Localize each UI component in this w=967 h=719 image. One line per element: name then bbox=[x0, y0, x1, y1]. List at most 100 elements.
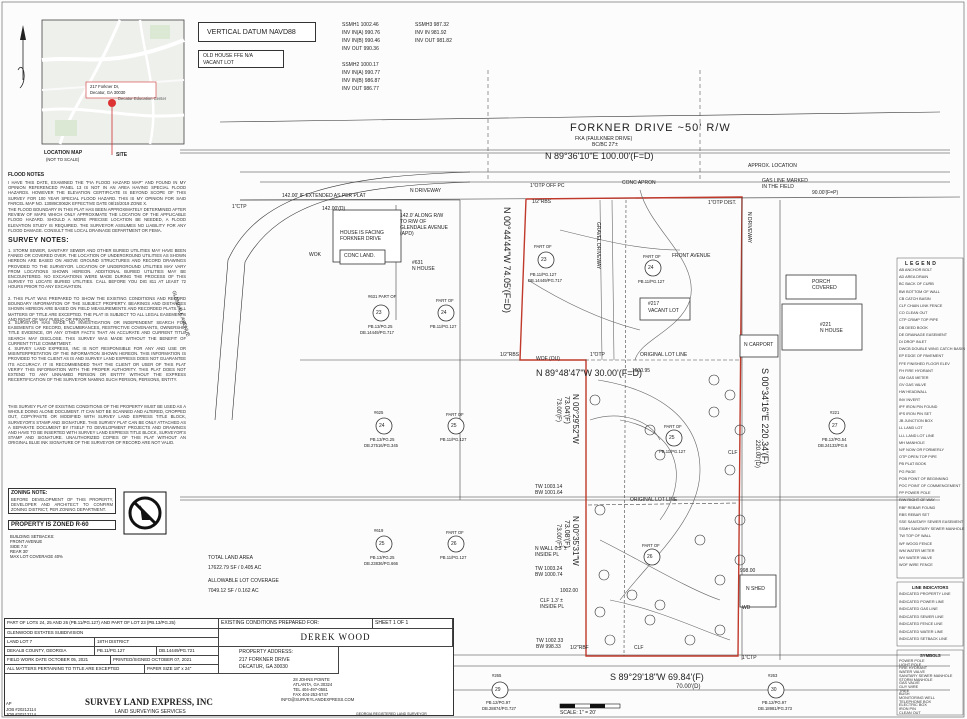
legend-heading: LEGEND bbox=[905, 261, 938, 267]
legend-item: N/F NOW OR FORMERLY bbox=[899, 448, 945, 452]
line-indicator-item: INDICATED WATER LINE bbox=[899, 629, 944, 634]
vertical-datum-text: VERTICAL DATUM NAVD88 bbox=[207, 29, 296, 36]
bearing-south-a: S 89°29'18"W 69.84'(F) bbox=[610, 672, 704, 682]
ssmh1-inv-out: INV OUT 990.36 bbox=[342, 46, 379, 52]
setback-coverage: MAX LOT COVERAGE 40% bbox=[10, 554, 63, 559]
legend-item: PP POWER POLE bbox=[899, 491, 931, 496]
legend-item: INV INVERT bbox=[899, 397, 921, 402]
d90-label: 90.00'(F=P) bbox=[812, 190, 839, 196]
tb-contact-5: INFO@SURVEYLANDEXPRESS.COM bbox=[281, 697, 355, 702]
ssmh2-inv-out: INV OUT 986.77 bbox=[342, 86, 379, 92]
tb-db: DB.14449/PG.721 bbox=[157, 647, 219, 656]
land-area-value: 17622.79 SF / 0.405 AC bbox=[208, 565, 262, 571]
tw1-label: TW 1003.14 bbox=[535, 484, 563, 490]
tb-contact-1: 28 JOHNS POINTE bbox=[293, 677, 330, 682]
lot-619-db: DB.23836/PG.666 bbox=[364, 561, 398, 566]
lot-27-part: #221 bbox=[830, 410, 840, 415]
coverage-value: 7049.12 SF / 0.162 AC bbox=[208, 588, 259, 594]
line-indicator-item: INDICATED SEWER LINE bbox=[899, 614, 944, 619]
property-boundary bbox=[519, 196, 743, 657]
legend-item: LL LAND LOT bbox=[899, 426, 923, 431]
tb-job-1: JOB #20212114 bbox=[6, 707, 36, 712]
symbol-item: LIGHT POLE bbox=[899, 662, 922, 667]
symbol-item: TELEPHONE BOX bbox=[899, 699, 932, 704]
lot-24b-part: PART OF bbox=[436, 298, 454, 303]
legend-item: R/W RIGHT OF WAY bbox=[899, 498, 935, 503]
survey-notes-heading: SURVEY NOTES: bbox=[8, 237, 69, 244]
north-arrow-icon bbox=[17, 25, 26, 89]
elev-1002-label: 1002.00 bbox=[560, 588, 579, 594]
tree-icons bbox=[589, 374, 746, 646]
legend-item: DWCB DOUBLE WING CATCH BASIN bbox=[899, 347, 965, 352]
legend-item: SSE SANITARY SEWER EASEMENT bbox=[899, 520, 964, 524]
lot-24a-part: PART OF bbox=[643, 254, 661, 259]
tw2-label: TW 1003.24 bbox=[535, 566, 563, 572]
tb-field-work: FIELD WORK DATE OCTOBER 05, 2021 bbox=[5, 656, 111, 665]
symbol-item: POWER POLE bbox=[899, 659, 925, 663]
lot-625-part: #625 bbox=[374, 410, 384, 415]
lot-631-part: #631 PART OF bbox=[368, 294, 397, 299]
lot-619-part: #619 bbox=[374, 528, 384, 533]
carport-label: N CARPORT bbox=[744, 342, 774, 348]
vacant-num: #217 bbox=[648, 301, 660, 307]
symbol-item: WATER VALVE bbox=[899, 670, 926, 675]
tb-printed: PRINTED/SIGNED OCTOBER 07, 2021 bbox=[111, 656, 219, 665]
land-area-label: TOTAL LAND AREA bbox=[208, 555, 253, 561]
otp-dist-label: 1"OTP DIST. bbox=[708, 200, 737, 206]
tb-company-sub: LAND SURVEYING SERVICES bbox=[115, 709, 186, 715]
symbol-item: TREE bbox=[899, 688, 910, 693]
tb-pb: PB.11/PG.127 bbox=[95, 647, 157, 656]
bw3-label: BW 998.33 bbox=[536, 644, 561, 650]
carport-box bbox=[739, 334, 779, 358]
symbol-item: GAS VALVE bbox=[899, 681, 920, 686]
bearing-east-a: S 00°34'16"E 220.34'(F) bbox=[760, 368, 770, 465]
legend-item: DB DEED BOOK bbox=[899, 325, 928, 330]
wok-label: WOK bbox=[309, 252, 321, 258]
tb-paper: PAPER SIZE 18" x 24" bbox=[145, 665, 219, 674]
bearing-south-b: 70.00'(D) bbox=[676, 684, 701, 690]
zoning-heading: ZONING NOTE: bbox=[11, 490, 48, 496]
legend-item: DE DRAINAGE EASEMENT bbox=[899, 332, 948, 337]
ssmh3-inv-out: INV OUT 981.82 bbox=[415, 38, 452, 44]
legend-item: WM WATER METER bbox=[899, 548, 935, 553]
symbol-item: IRON PIN bbox=[899, 707, 916, 712]
elev-998-label: 998.00 bbox=[740, 568, 756, 574]
rbf-label: 1/2"RBF bbox=[570, 645, 589, 651]
original-line-label-2: ORIGINAL LOT LINE bbox=[630, 497, 678, 503]
symbol-item: GUY WIRE bbox=[899, 684, 919, 689]
tb-client: DEREK WOOD bbox=[219, 629, 453, 647]
bw1-label: BW 1001.64 bbox=[535, 490, 563, 496]
lot-26b-num: 26 bbox=[451, 541, 457, 547]
lot-25b-num: 25 bbox=[451, 423, 457, 429]
legend-item: HW HEADWALL bbox=[899, 390, 928, 395]
lot-25a-pb: PB.11/PG.127 bbox=[659, 449, 686, 454]
vacant-label: VACANT LOT bbox=[648, 308, 679, 314]
lot-27-num: 27 bbox=[832, 423, 838, 429]
tb-subdivision: GLENWOOD ESTATES SUBDIVISION bbox=[5, 629, 219, 638]
lot-circle-24b bbox=[437, 304, 455, 322]
legend-item: CTP CRIMP TOP PIPE bbox=[899, 318, 939, 323]
old-house-box: OLD HOUSE FFE N/A VACANT LOT bbox=[198, 50, 284, 68]
lot-23-pb: PB.11/PG.127 bbox=[530, 272, 557, 277]
bearing-west-upper: N 00°44'44"W 74.05'(F=D) bbox=[502, 207, 512, 314]
forkner-drive-name: FORKNER DRIVE bbox=[570, 122, 674, 134]
location-map-title: LOCATION MAP bbox=[44, 150, 83, 156]
lot-circle-26a bbox=[643, 548, 661, 566]
extended-label: 142.00' IF EXTENDED AS PER PLAT bbox=[282, 193, 366, 199]
tb-existing: EXISTING CONDITIONS PREPARED FOR: bbox=[219, 619, 373, 629]
porch-box bbox=[785, 274, 857, 300]
old-house-line2: VACANT LOT bbox=[203, 60, 234, 66]
legend-item: RBS REBAR SET bbox=[899, 512, 930, 517]
legend-item: GM GAS METER bbox=[899, 376, 929, 380]
legend-item: MH MANHOLE bbox=[899, 440, 925, 445]
legend-item: GV GAS VALVE bbox=[899, 383, 927, 388]
zoned-text: PROPERTY IS ZONED R-60 bbox=[11, 522, 89, 528]
legend-item: LLL LAND LOT LINE bbox=[899, 433, 935, 438]
lot-23-db: DB.14449/PG.717 bbox=[528, 278, 562, 283]
bcbc-label: BC/BC 27'± bbox=[592, 142, 618, 148]
d142-label: 142.00'(D) bbox=[322, 206, 346, 212]
survey-notes-p4: 4. SURVEY LAND EXPRESS, INC IS NOT RESPO… bbox=[8, 346, 186, 383]
legend-item: IPF IRON PIN FOUND bbox=[899, 404, 938, 409]
tb-contact-4: FAX 404-253-5747 bbox=[293, 692, 329, 697]
